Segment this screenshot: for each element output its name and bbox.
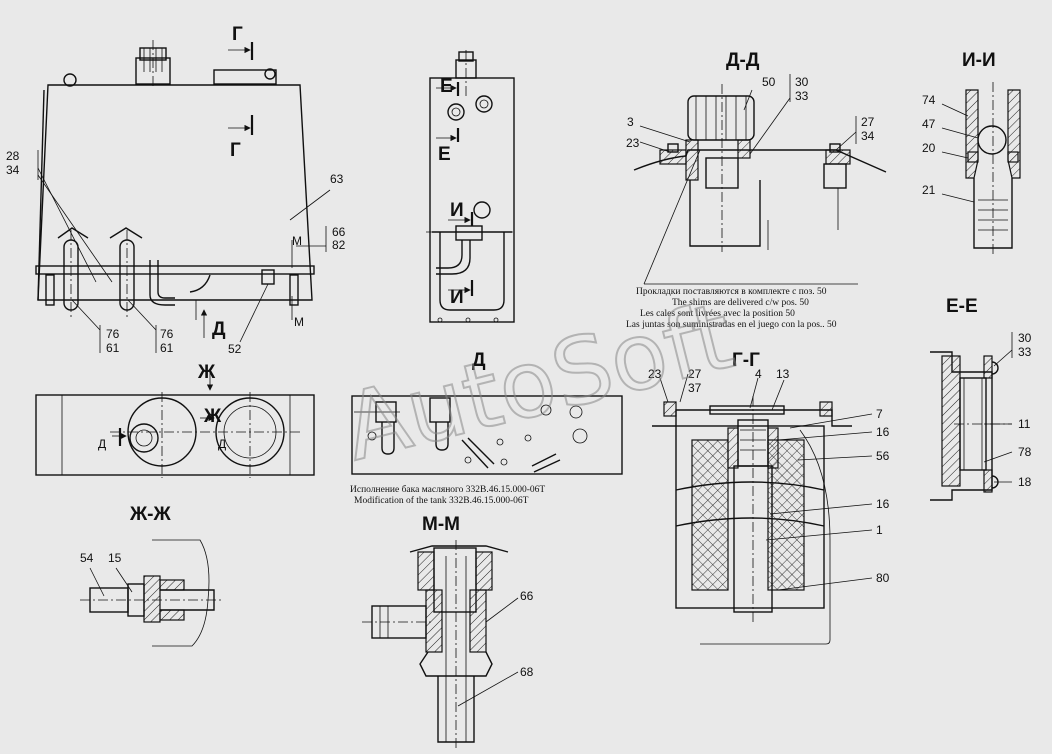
callout-66: 66 [332,225,346,239]
section-marker-i-top: И [450,200,464,221]
callout-3: 3 [627,115,634,129]
callout-34-dd: 34 [861,129,875,143]
section-marker-m-bottom: М [294,315,304,329]
section-ee-view [930,332,1013,501]
section-marker-e-top: Е [440,76,453,97]
callout-56: 56 [876,449,890,463]
callout-54: 54 [80,551,94,565]
shim-note-es: Las juntas son suministradas en el juego… [626,320,837,330]
shim-note-en: The shims are delivered c/w pos. 50 [672,298,809,308]
callout-78: 78 [1018,445,1032,459]
section-marker-d: Д [212,319,226,340]
callout-61-left: 61 [106,341,120,355]
section-title-zhzh: Ж-Ж [129,504,171,525]
callout-18: 18 [1018,475,1032,489]
callout-23-gg: 23 [648,367,662,381]
callout-20: 20 [922,141,936,155]
callout-11: 11 [1018,417,1031,431]
tank-side-view [426,50,516,323]
callout-50: 50 [762,75,776,89]
callout-16-top: 16 [876,425,890,439]
callout-34: 34 [6,163,20,177]
callout-76-left: 76 [106,327,120,341]
callout-15: 15 [108,551,122,565]
section-marker-d-modification: Д [472,350,486,371]
section-gg-view [652,373,873,645]
watermark-logo: AutoSoft [334,282,743,481]
section-ii-view [941,82,1021,254]
callout-61-right: 61 [160,341,174,355]
callout-33-ee: 33 [1018,345,1032,359]
section-title-ee: Е-Е [946,296,978,317]
section-marker-e-bottom: Е [438,144,451,165]
callout-47: 47 [922,117,936,131]
callout-76-right: 76 [160,327,174,341]
callout-13: 13 [776,367,790,381]
modification-caption-en: Modification of the tank 332B.46.15.000-… [354,495,529,506]
callout-63: 63 [330,172,344,186]
callout-16-bottom: 16 [876,497,890,511]
callout-28: 28 [6,149,20,163]
callout-80: 80 [876,571,890,585]
callout-33: 33 [795,89,809,103]
callout-27: 27 [861,115,875,129]
section-title-gg: Г-Г [732,350,760,371]
callout-7: 7 [876,407,883,421]
shim-note-ru: Прокладки поставляются в комплекте с поз… [636,287,827,297]
callout-30-ee: 30 [1018,331,1032,345]
section-marker-zh-top: Ж [197,362,216,383]
section-zhzh-view [80,539,222,647]
section-marker-m-top: М [292,234,302,248]
tank-front-view [35,40,331,353]
section-mm-view [362,540,519,750]
callout-4: 4 [755,367,762,381]
callout-23: 23 [626,136,640,150]
section-marker-d-right: Д [218,437,226,451]
callout-66-mm: 66 [520,589,534,603]
callout-68: 68 [520,665,534,679]
section-title-ii: И-И [962,50,996,71]
callout-1: 1 [876,523,883,537]
callout-27-gg: 27 [688,367,702,381]
section-marker-i-bottom: И [450,287,464,308]
section-title-mm: М-М [422,514,460,535]
section-marker-g-top: Г [232,24,243,45]
callout-82: 82 [332,238,346,252]
modification-view [351,395,623,475]
callout-21: 21 [922,183,936,197]
tank-top-view [35,372,315,478]
section-title-dd: Д-Д [726,50,760,71]
callout-74: 74 [922,93,936,107]
callout-30: 30 [795,75,809,89]
callout-37: 37 [688,381,702,395]
callout-52: 52 [228,342,242,356]
section-marker-zh-mid: Ж [203,406,222,427]
section-dd-view [633,74,887,285]
section-marker-d-left: Д [98,437,106,451]
shim-note-fr: Les cales sont livrées avec la position … [640,309,795,319]
section-marker-g-bottom: Г [230,140,241,161]
modification-caption-ru: Исполнение бака масляного 332В.46.15.000… [350,484,545,495]
